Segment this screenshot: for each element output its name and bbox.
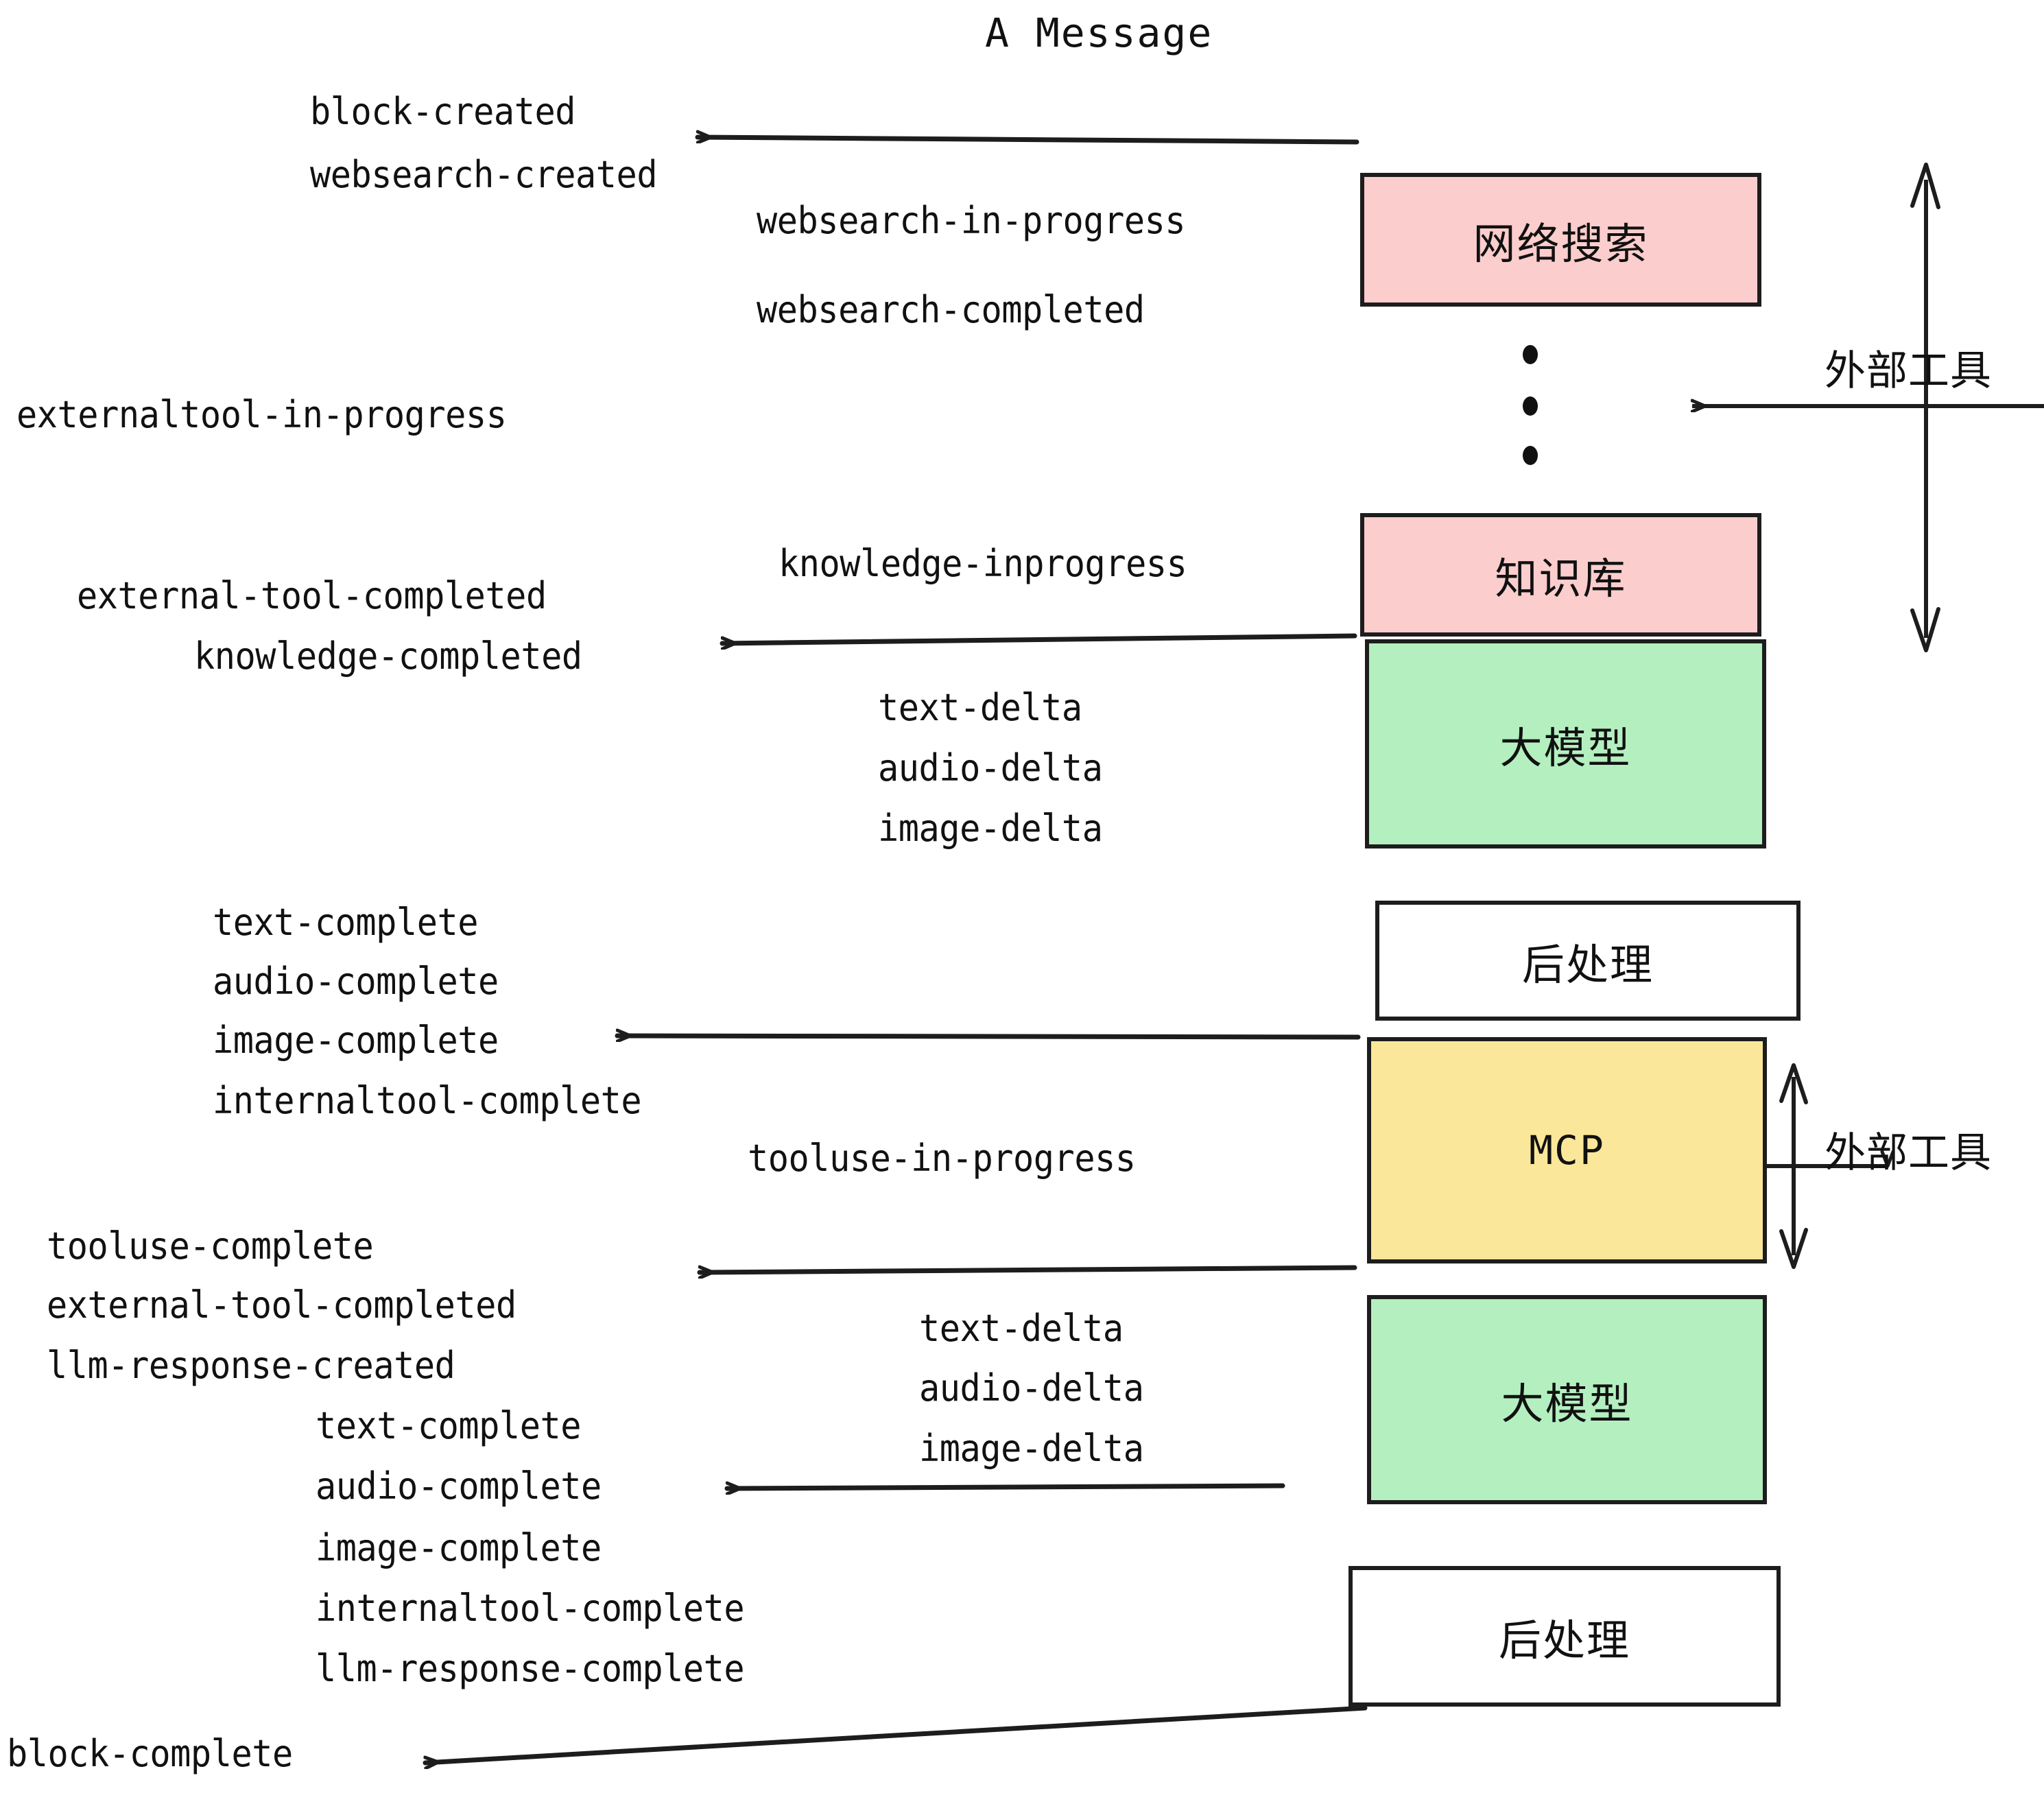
side-label-external-tools-bottom: 外部工具 (1825, 1129, 1992, 1177)
node-knowledge[interactable]: 知识库 (1360, 513, 1761, 637)
node-llm-2-label: 大模型 (1501, 1378, 1633, 1429)
event-external-tool-completed-2: external-tool-completed (47, 1283, 516, 1327)
event-llm-response-complete: llm-response-complete (316, 1647, 745, 1690)
span-arrow-bottom-shaft (1779, 1063, 1808, 1269)
event-tooluse-in-progress: tooluse-in-progress (748, 1137, 1136, 1180)
event-websearch-completed: websearch-completed (757, 288, 1145, 331)
event-externaltool-in-progress: externaltool-in-progress (16, 393, 507, 436)
span-arrow-top-shaft (1910, 163, 1940, 652)
event-image-complete-1: image-complete (213, 1019, 499, 1062)
event-audio-delta-1: audio-delta (878, 746, 1103, 790)
event-text-delta-1: text-delta (878, 686, 1082, 729)
node-postprocess-2-label: 后处理 (1498, 1615, 1630, 1665)
event-image-delta-2: image-delta (919, 1427, 1144, 1470)
event-block-created: block-created (310, 90, 576, 133)
arrow-audio-complete (724, 1486, 1285, 1488)
event-block-complete: block-complete (7, 1732, 293, 1775)
event-tooluse-complete: tooluse-complete (47, 1224, 374, 1268)
event-knowledge-completed: knowledge-completed (194, 634, 582, 678)
arrow-tooluse-complete (697, 1265, 1357, 1272)
event-text-complete-2: text-complete (316, 1404, 582, 1447)
event-audio-complete-2: audio-complete (316, 1464, 602, 1508)
node-postprocess-1[interactable]: 后处理 (1375, 901, 1801, 1021)
node-websearch[interactable]: 网络搜索 (1360, 173, 1761, 307)
arrow-block-created (695, 137, 1359, 145)
arrow-block-complete (423, 1705, 1368, 1763)
ellipsis-dots (1523, 345, 1538, 465)
event-internaltool-complete-1: internaltool-complete (213, 1079, 642, 1122)
node-websearch-label: 网络搜索 (1473, 218, 1649, 269)
event-text-complete-1: text-complete (213, 901, 479, 944)
arrow-knowledge-completed (720, 633, 1357, 643)
node-mcp-label: MCP (1529, 1127, 1605, 1174)
event-image-delta-1: image-delta (878, 807, 1103, 850)
event-websearch-created: websearch-created (310, 153, 658, 196)
node-llm-1[interactable]: 大模型 (1365, 639, 1766, 848)
event-text-delta-2: text-delta (919, 1307, 1124, 1350)
event-internaltool-complete-2: internaltool-complete (316, 1587, 745, 1630)
arrow-image-complete (615, 1036, 1361, 1037)
event-knowledge-inprogress: knowledge-inprogress (779, 542, 1187, 585)
node-llm-2[interactable]: 大模型 (1367, 1295, 1767, 1504)
node-llm-1-label: 大模型 (1499, 722, 1632, 773)
event-external-tool-completed-1: external-tool-completed (77, 574, 547, 617)
event-audio-complete-1: audio-complete (213, 960, 499, 1003)
node-postprocess-1-label: 后处理 (1521, 939, 1654, 990)
event-websearch-in-progress: websearch-in-progress (757, 199, 1186, 242)
node-postprocess-2[interactable]: 后处理 (1348, 1566, 1781, 1707)
node-knowledge-label: 知识库 (1495, 554, 1627, 604)
event-audio-delta-2: audio-delta (919, 1366, 1144, 1410)
node-mcp[interactable]: MCP (1367, 1037, 1767, 1263)
event-image-complete-2: image-complete (316, 1526, 602, 1569)
page-title: A Message (985, 10, 1213, 56)
event-llm-response-created: llm-response-created (47, 1344, 455, 1387)
side-label-external-tools-top: 外部工具 (1825, 347, 1992, 395)
